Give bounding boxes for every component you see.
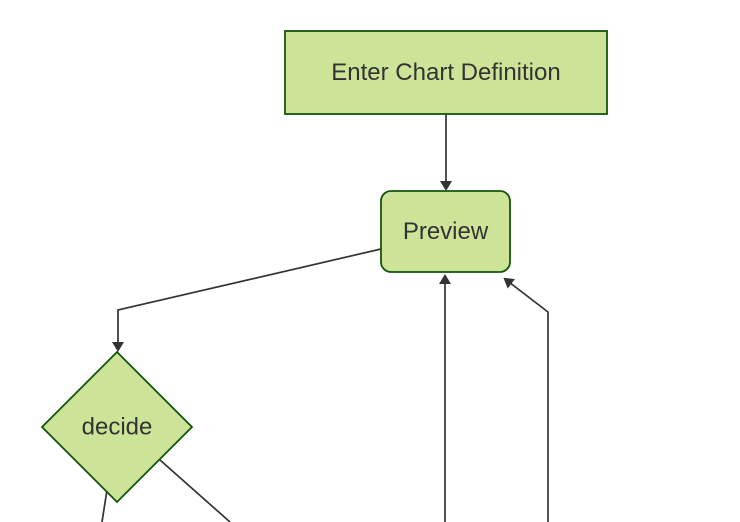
node-label-preview: Preview <box>403 218 489 245</box>
enter-chart-definition-shape <box>284 30 608 115</box>
edge-decide-branch-right-offscreen <box>159 459 231 522</box>
node-label-enter-chart-definition: Enter Chart Definition <box>331 59 560 86</box>
node-label-decide: decide <box>82 414 153 441</box>
preview-shape <box>380 190 511 273</box>
edge-decide-branch-left-offscreen <box>101 489 108 522</box>
edge-bottom-return-to-preview-corner <box>503 277 549 522</box>
node-preview: Preview <box>380 190 511 273</box>
decide-shape <box>40 350 194 504</box>
edge-preview-to-decide <box>112 248 382 352</box>
node-decide: decide <box>40 350 194 504</box>
node-enter-chart-definition: Enter Chart Definition <box>284 30 608 115</box>
edges-layer <box>101 114 549 522</box>
